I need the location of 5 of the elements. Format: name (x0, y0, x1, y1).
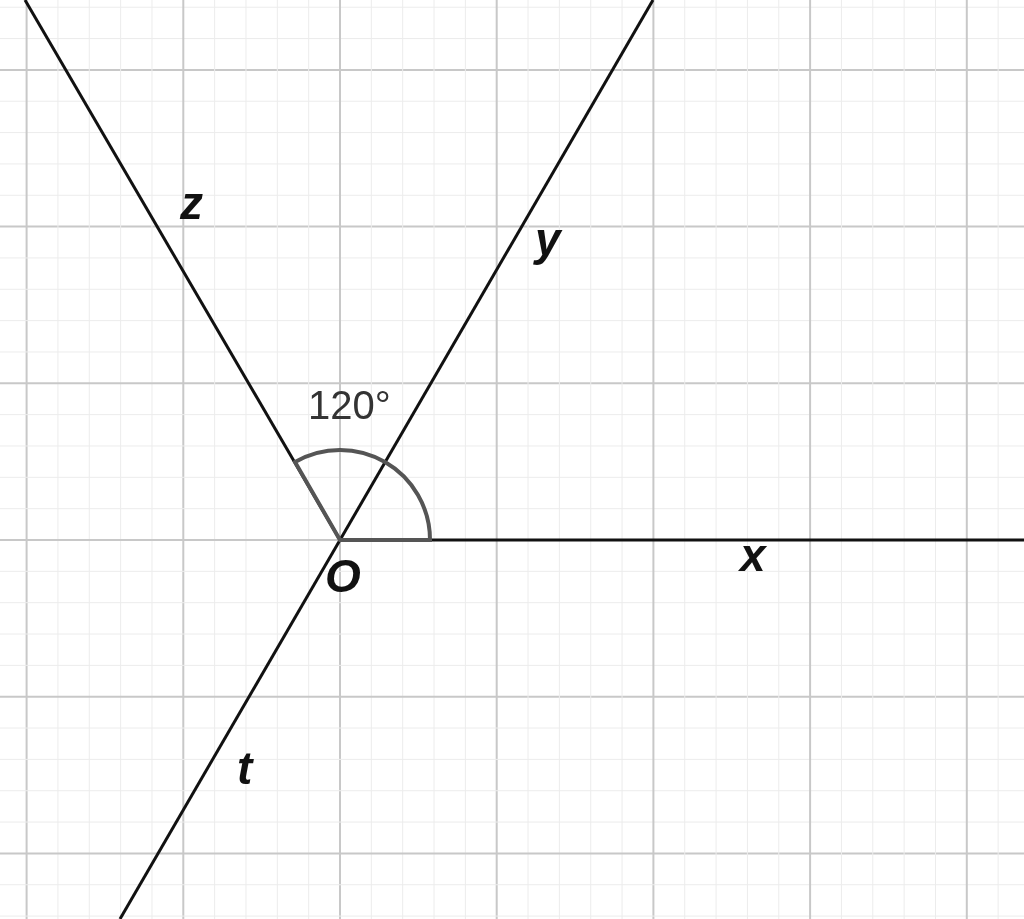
ray-label: z (180, 180, 203, 226)
point-label: O (325, 553, 361, 599)
ray-label: t (237, 745, 253, 791)
angle-label: 120° (308, 385, 391, 425)
ray-label: x (740, 532, 766, 578)
